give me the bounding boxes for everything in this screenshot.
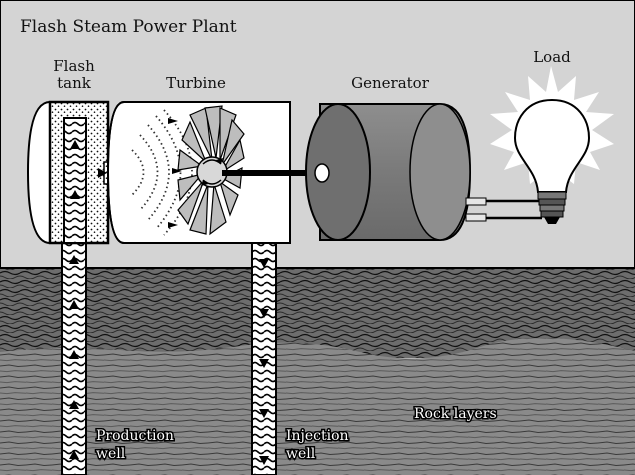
turbine — [106, 101, 291, 244]
flash-tank-label-line2: tank — [57, 74, 92, 92]
turbine-shaft — [222, 170, 324, 176]
injection-well-label-line1: Injection — [286, 428, 349, 444]
generator — [305, 103, 472, 241]
injection-well — [251, 239, 277, 475]
production-well — [61, 239, 87, 475]
production-well-label-line2: well — [96, 446, 126, 462]
injection-well-label-line2: well — [286, 446, 316, 462]
rock-layers-label: Rock layers — [414, 406, 497, 422]
production-well-label-line1: Production — [96, 428, 174, 444]
turbine-label: Turbine — [166, 74, 226, 92]
rock-layers — [0, 267, 635, 475]
power-wires — [465, 197, 542, 222]
flash-tank-label-line1: Flash — [53, 57, 95, 75]
load-label: Load — [533, 48, 571, 66]
generator-label: Generator — [351, 74, 430, 92]
diagram-title: Flash Steam Power Plant — [20, 17, 237, 37]
light-bulb — [490, 66, 614, 224]
